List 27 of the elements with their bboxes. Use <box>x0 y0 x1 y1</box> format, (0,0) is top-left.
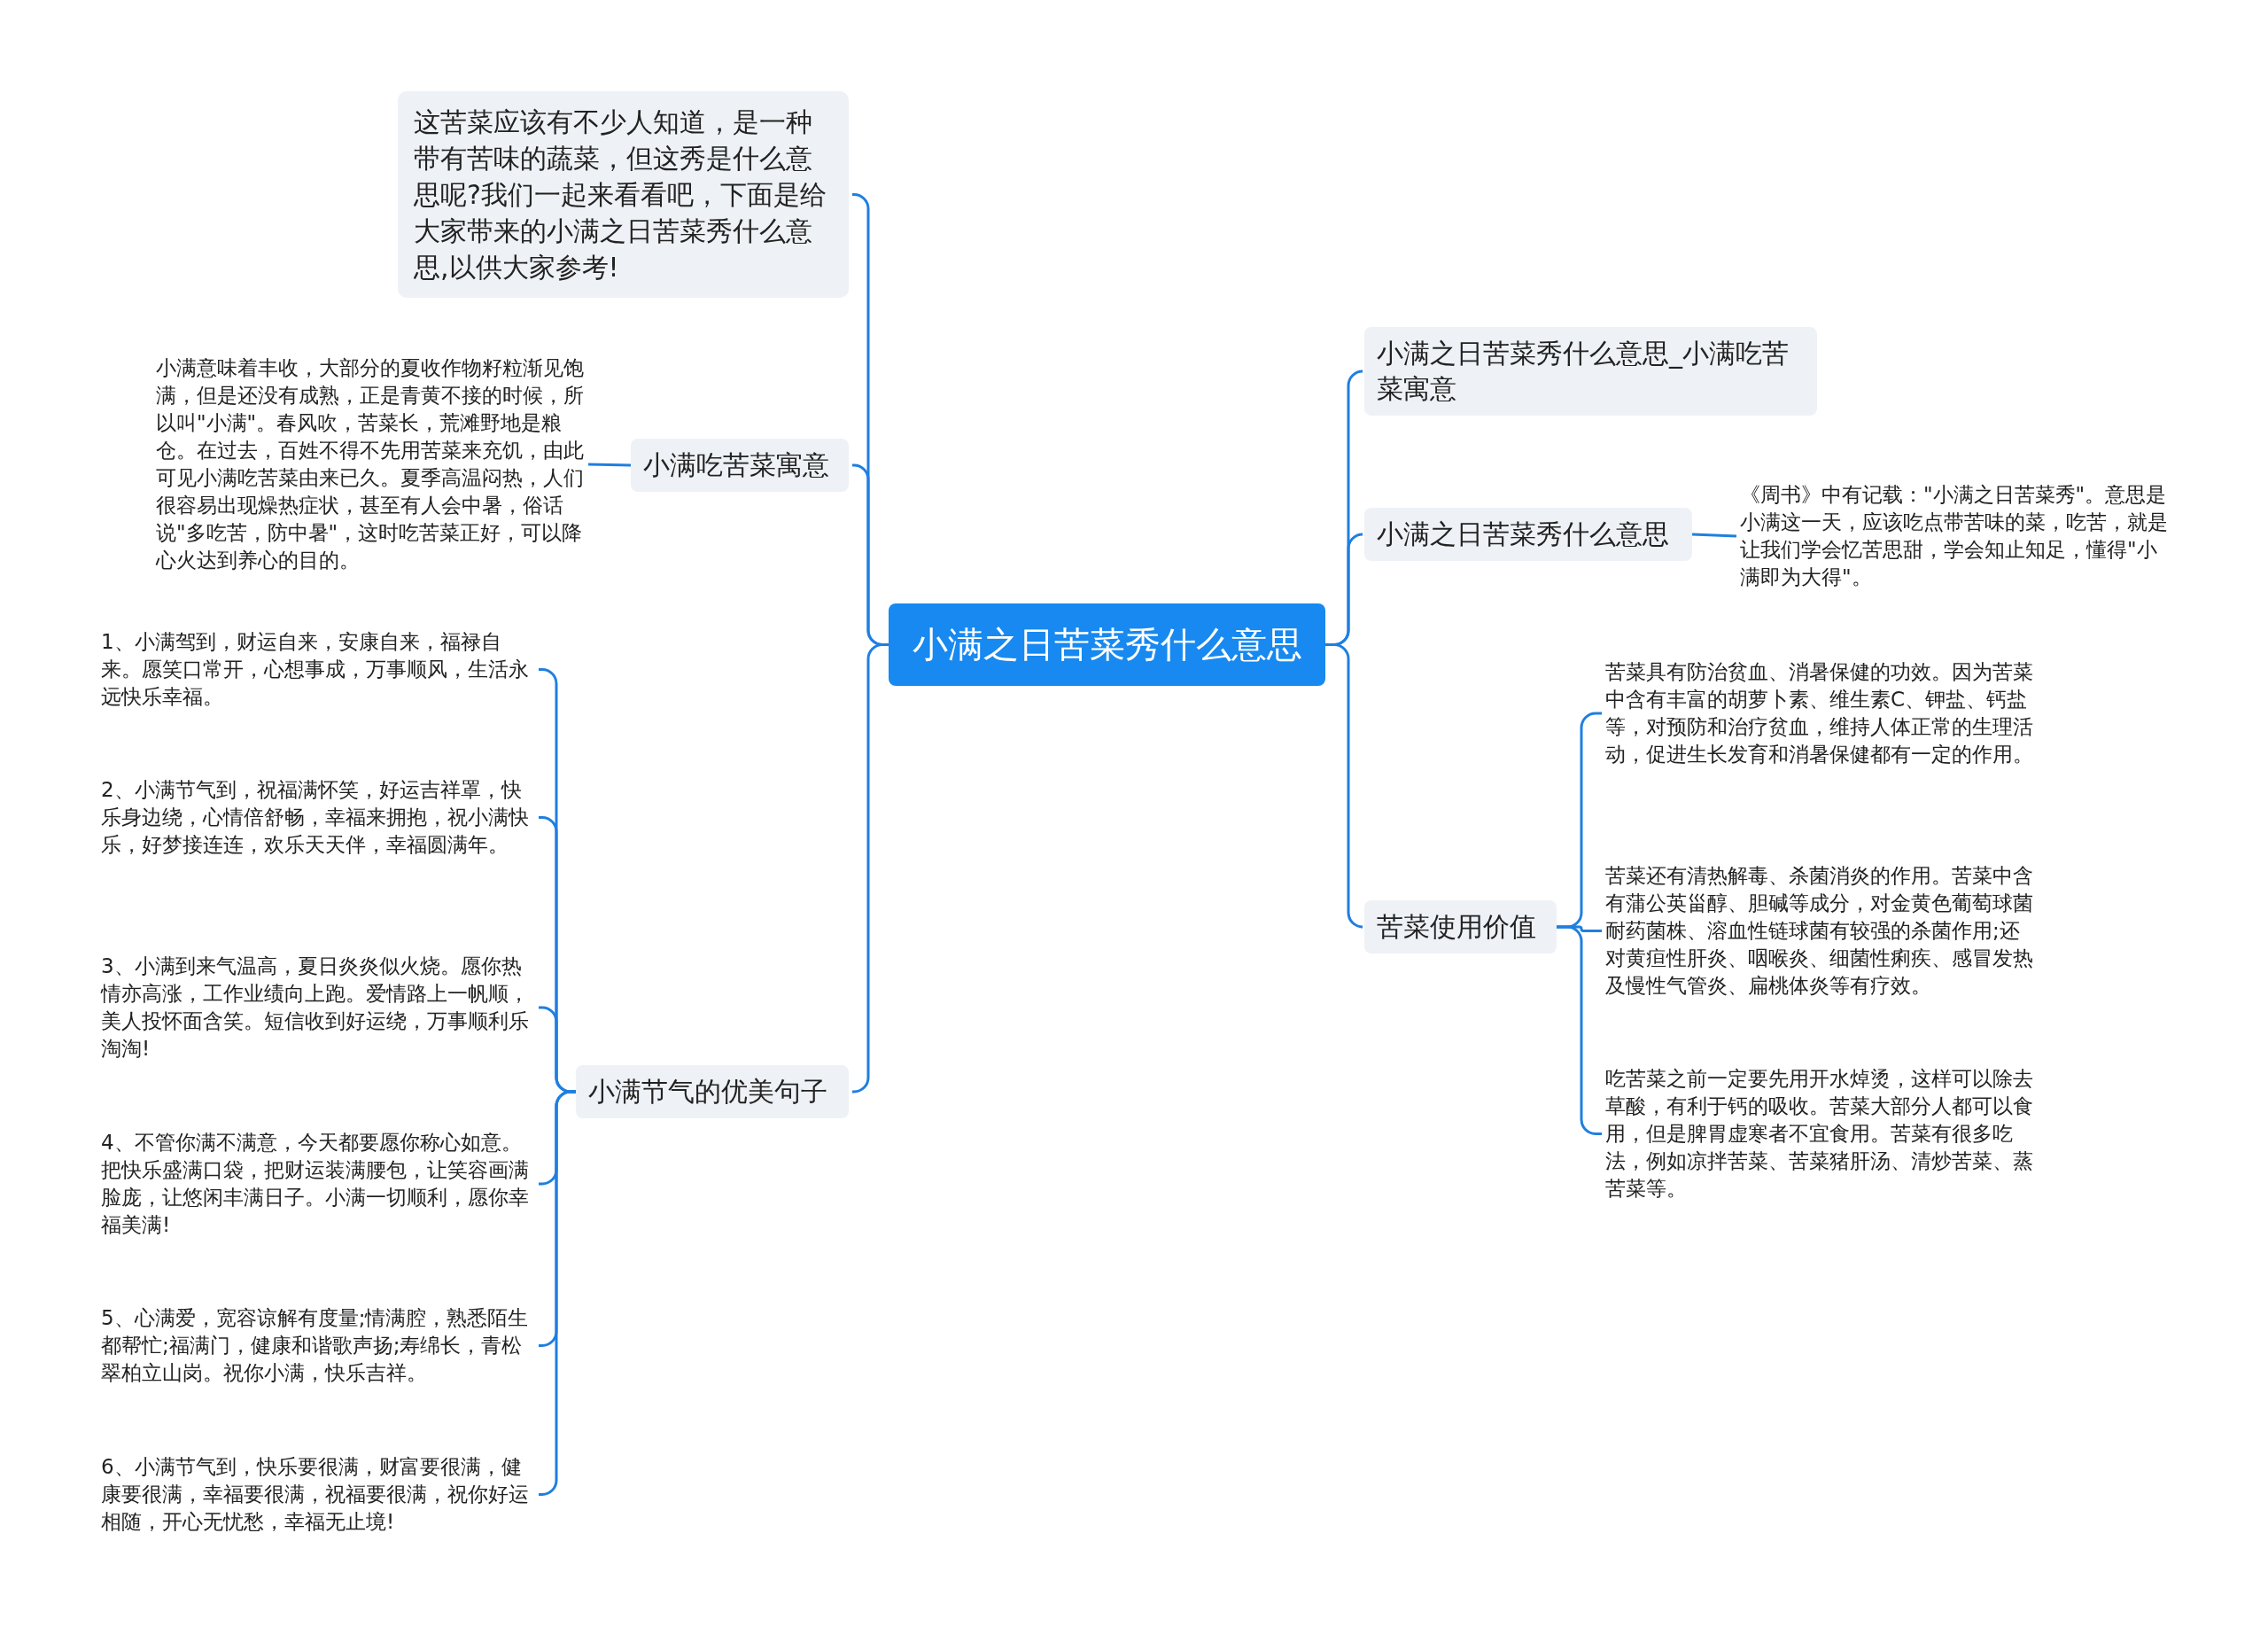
paragraph-text: 4、不管你满不满意，今天都要愿你称心如意。把快乐盛满口袋，把财运装满腰包，让笑容画满脸庞，让悠闲丰满日子。小满一切顺利，愿你幸福美满! <box>101 1130 530 1238</box>
paragraph-text: 小满意味着丰收，大部分的夏收作物籽粒渐见饱满，但是还没有成熟，正是青黄不接的时候，所以叫"小满"。春风吹，苦菜长，荒滩野地是粮仓。在过去，百姓不得不先用苦菜来充饥，由此可见小满吃苦菜由来已久。夏季高温闷热，人们很容易出现燥热症状，甚至有人会中暑，俗话说"多吃苦，防中暑"，这时吃苦菜正好，可以降心火达到养心的目的。 <box>156 355 585 573</box>
paragraph-text: 3、小满到来气温高，夏日炎炎似火烧。愿你热情亦高涨，工作业绩向上跑。爱情路上一帆顺，美人投怀面含笑。短信收到好运绕，万事顺利乐淘淘! <box>101 953 530 1062</box>
paragraph-text: 苦菜还有清热解毒、杀菌消炎的作用。苦菜中含有蒲公英甾醇、胆碱等成分，对金黄色葡萄球菌耐药菌株、溶血性链球菌有较强的杀菌作用;还对黄疸性肝炎、咽喉炎、细菌性痢疾、感冒发热及慢性气管炎、扁桃体炎等有疗效。 <box>1605 863 2034 999</box>
topic-box <box>631 439 849 492</box>
topic-box <box>1364 900 1557 953</box>
paragraph-text: 苦菜具有防治贫血、消暑保健的功效。因为苦菜中含有丰富的胡萝卜素、维生素C、钾盐、钙盐等，对预防和治疗贫血，维持人体正常的生理活动，促进生长发育和消暑保健都有一定的作用。 <box>1605 659 2034 767</box>
paragraph-text: 《周书》中有记载："小满之日苦菜秀"。意思是小满这一天，应该吃点带苦味的菜，吃苦，就是让我们学会忆苦思甜，学会知止知足，懂得"小满即为大得"。 <box>1740 482 2169 590</box>
topic-label: 小满之日苦菜秀什么意思 <box>1377 518 1669 549</box>
connector-line <box>1691 533 1737 538</box>
topic-label: 小满之日苦菜秀什么意思 <box>912 623 1302 666</box>
connector-line <box>1325 643 1364 929</box>
connector-line <box>538 1090 576 1496</box>
paragraph-text: 1、小满驾到，财运自来，安康自来，福禄自来。愿笑口常开，心想事成，万事顺风，生活永远快乐幸福。 <box>101 629 530 710</box>
topic-box <box>1364 508 1692 561</box>
topic-label: 这苦菜应该有不少人知道，是一种带有苦味的蔬菜，但这秀是什么意思呢?我们一起来看看吧，下面是给大家带来的小满之日苦菜秀什么意思,以供大家参考! <box>414 106 827 283</box>
paragraph-text: 6、小满节气到，快乐要很满，财富要很满，健康要很满，幸福要很满，祝福要很满，祝你好运相随，开心无忧愁，幸福无止境! <box>101 1454 530 1535</box>
topic-label: 小满之日苦菜秀什么意思_小满吃苦菜寓意 <box>1377 338 1789 404</box>
paragraph-text: 吃苦菜之前一定要先用开水焯烫，这样可以除去草酸，有利于钙的吸收。苦菜大部分人都可以食用，但是脾胃虚寒者不宜食用。苦菜有很多吃法，例如凉拌苦菜、苦菜猪肝汤、清炒苦菜、蒸苦菜等。 <box>1605 1066 2034 1202</box>
topic-label: 小满节气的优美句子 <box>588 1076 827 1107</box>
paragraph-text: 2、小满节气到，祝福满怀笑，好运吉祥罩，快乐身边绕，心情倍舒畅，幸福来拥抱，祝小满快乐，好梦接连连，欢乐天天伴，幸福圆满年。 <box>101 777 530 858</box>
topic-label: 小满吃苦菜寓意 <box>643 449 829 480</box>
central-topic-box <box>889 603 1325 686</box>
paragraph-text: 5、心满爱，宽容谅解有度量;情满腔，熟悉陌生都帮忙;福满门，健康和谐歌声扬;寿绵长，青松翠柏立山岗。祝你小满，快乐吉祥。 <box>101 1305 530 1386</box>
connector-line <box>587 463 632 467</box>
topic-box <box>576 1065 849 1118</box>
topic-label: 苦菜使用价值 <box>1377 911 1536 942</box>
